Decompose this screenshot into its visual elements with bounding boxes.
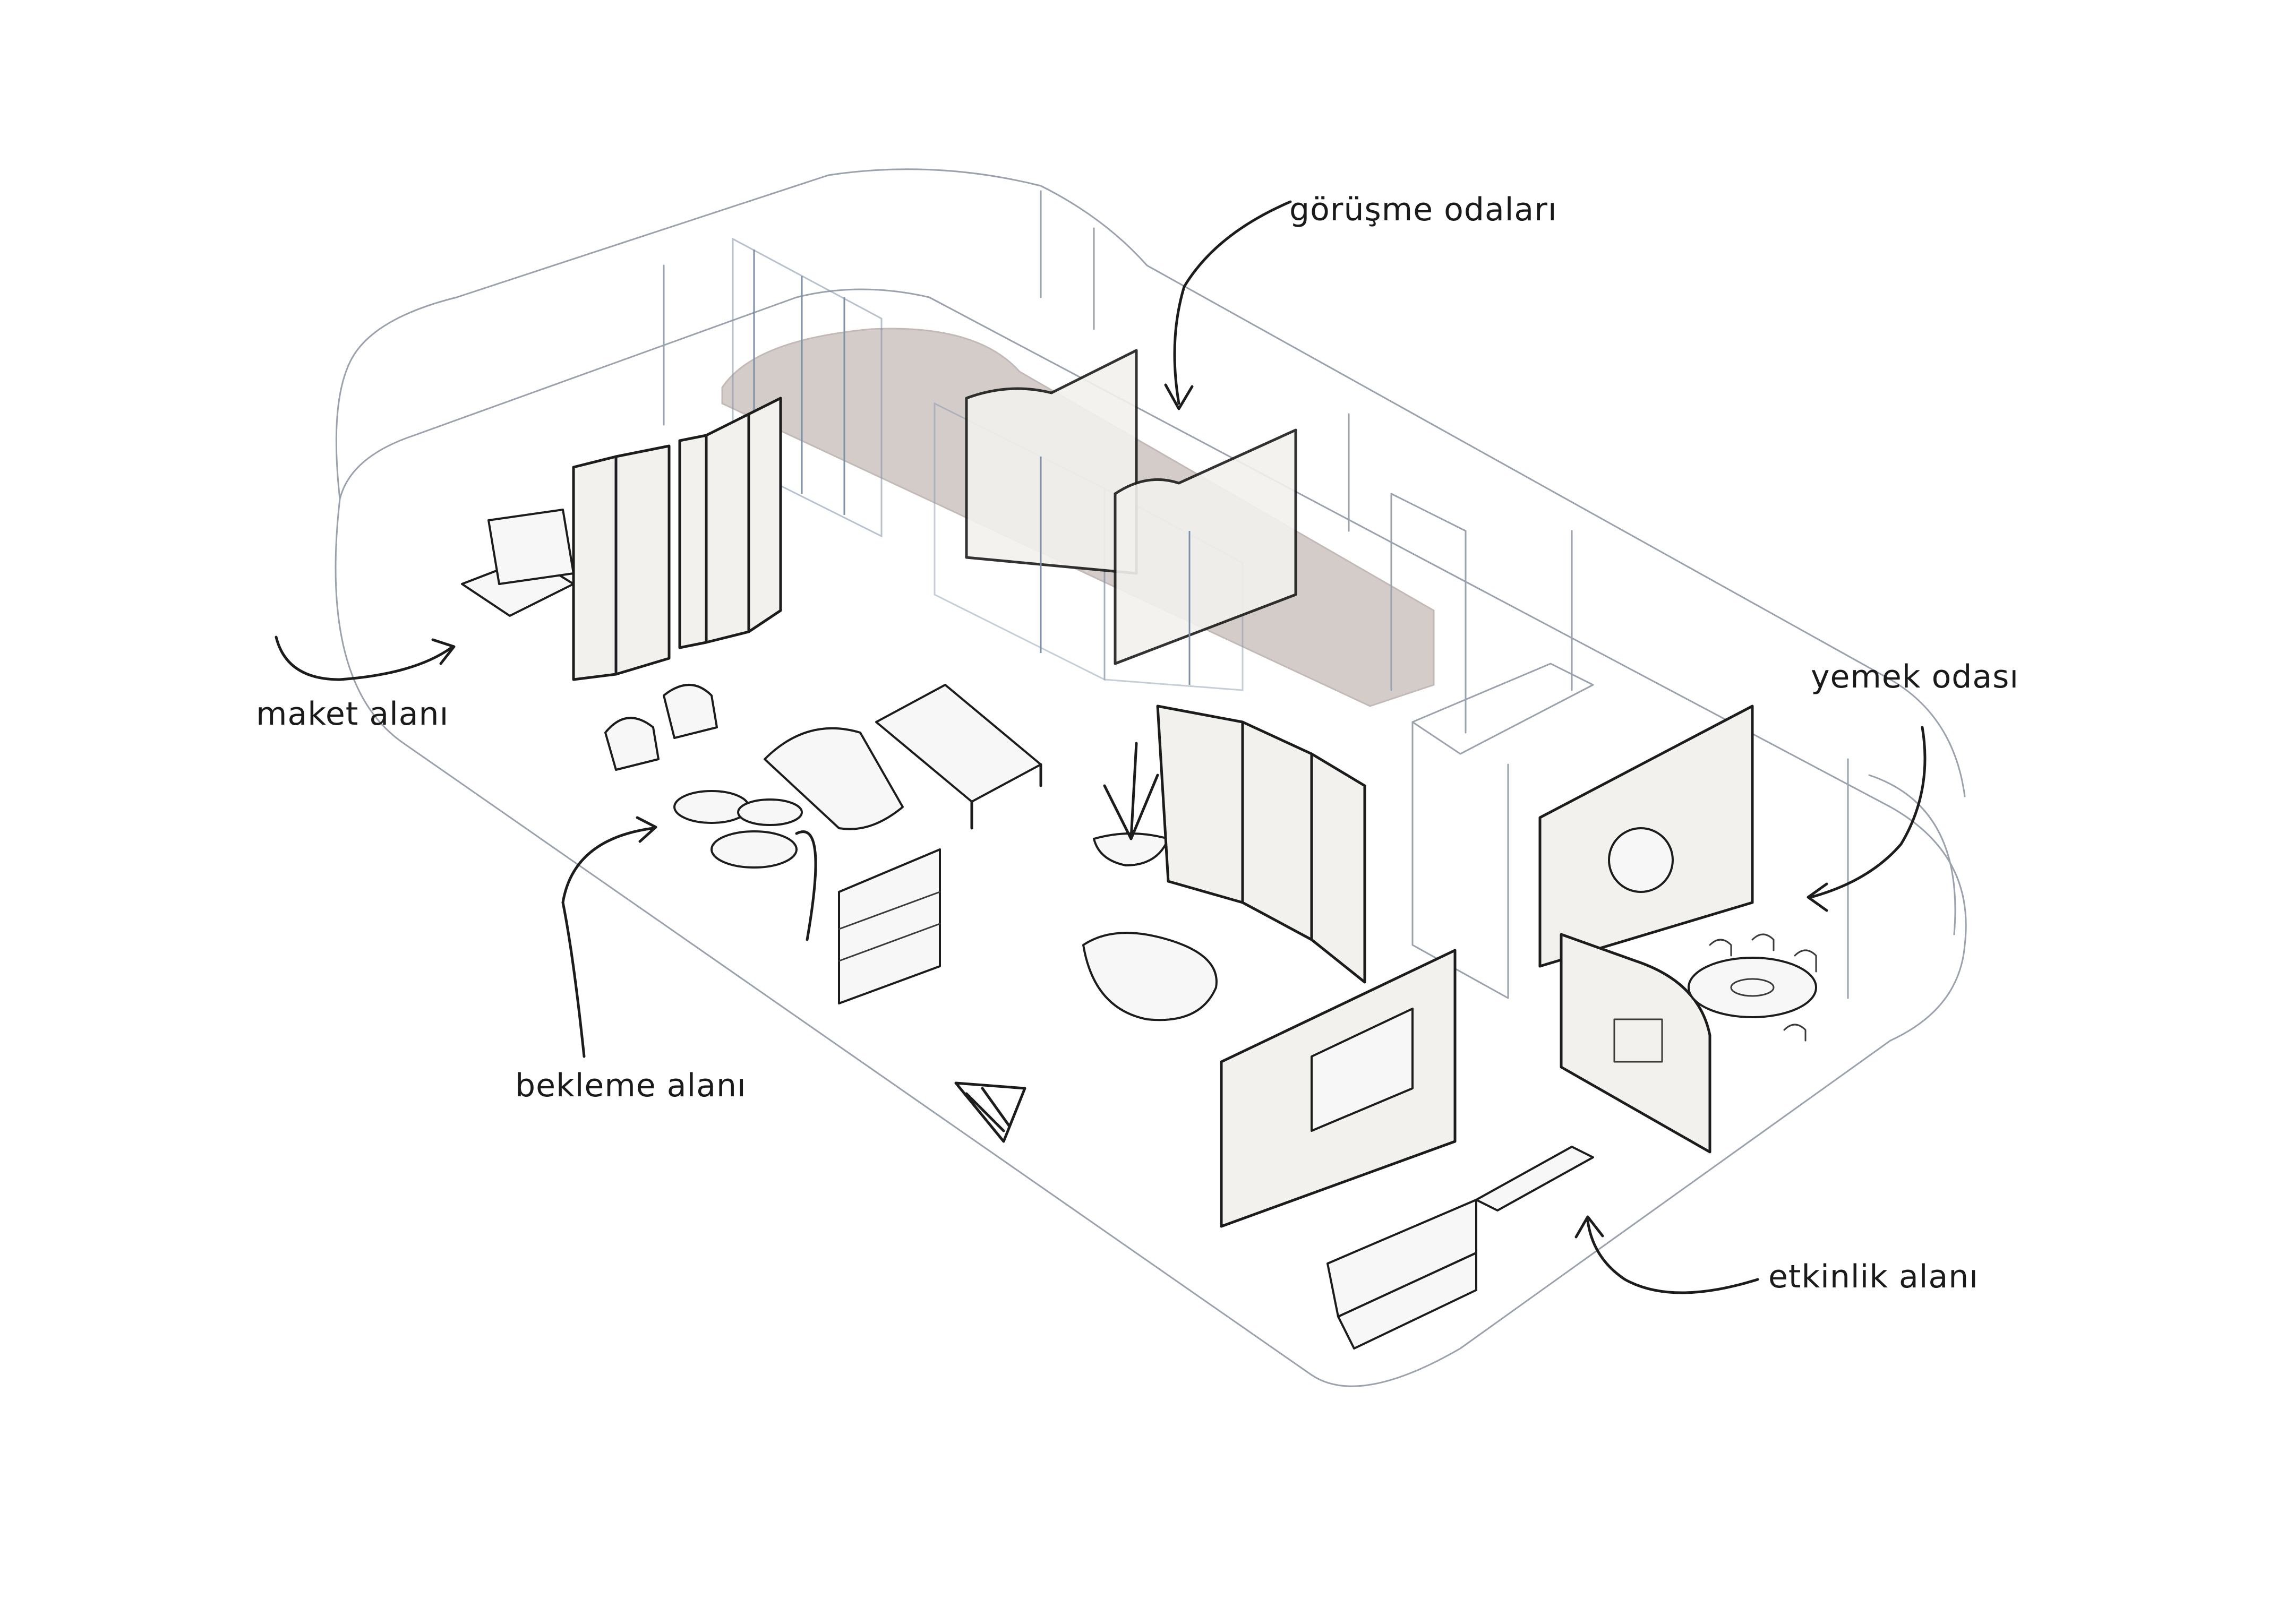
sliding-panel (1241, 720, 1313, 941)
kitchen-island-front (1337, 1252, 1477, 1350)
plant (1103, 742, 1159, 840)
side-table (673, 790, 750, 824)
label-yemek-odasi: yemek odası (1811, 658, 2019, 695)
annotation-arrow-maket (275, 635, 453, 681)
storage-niche (1311, 1008, 1414, 1132)
label-maket-alani: maket alanı (256, 695, 449, 733)
folding-panel (705, 413, 750, 644)
folding-panel (572, 455, 618, 681)
glass-box (1411, 721, 1509, 999)
annotation-arrowhead (1164, 383, 1194, 410)
annotation-arrow-yemek (1809, 726, 1927, 899)
bookshelf-shelf (838, 923, 941, 962)
sliding-panel (1156, 704, 1244, 904)
long-table (875, 684, 1042, 803)
glass-box (1390, 493, 1467, 734)
bookshelf-shelf (838, 891, 941, 930)
label-etkinlik-alani: etkinlik alanı (1768, 1258, 1979, 1295)
folding-panel (678, 434, 708, 649)
annotation-arrowhead (1807, 882, 1828, 912)
dining-chair (1709, 939, 1732, 957)
enclosure-left-curve (335, 360, 352, 500)
north-arrow-icon (954, 1081, 1026, 1143)
glass-box (1411, 663, 1594, 755)
glass-partition (732, 237, 883, 538)
side-table (711, 830, 798, 869)
annotation-arrowhead (636, 816, 657, 843)
lounge-chair (604, 717, 660, 771)
annotation-arrow-etkinlik (1586, 1219, 1759, 1294)
floor-lamp (795, 830, 817, 941)
enclosure-right-curve (1868, 774, 1956, 935)
bookshelf (838, 848, 941, 1004)
dining-table-center (1730, 978, 1775, 997)
dining-chair (1794, 949, 1817, 973)
lounge-chair (663, 684, 718, 739)
dining-chair (1751, 933, 1775, 951)
folding-panel (614, 444, 671, 676)
dining-chair (1783, 1024, 1807, 1042)
annotation-arrowhead (1574, 1215, 1604, 1239)
enclosure-top-edge (349, 168, 1966, 797)
annotation-arrow-gorusme (1173, 200, 1292, 405)
model-platform (487, 509, 575, 585)
wall-frame (1613, 1018, 1663, 1063)
sliding-panel (1310, 752, 1366, 984)
dining-partition (1560, 933, 1711, 1154)
meeting-room-wall (1114, 428, 1297, 665)
meeting-room-wall (965, 349, 1138, 575)
event-table (1475, 1146, 1594, 1211)
reception-desk (1082, 932, 1218, 1021)
floor-slab (335, 288, 1967, 1387)
annotation-arrowhead (431, 638, 456, 665)
folding-panel (747, 397, 782, 633)
sofa (764, 727, 904, 830)
label-gorusme-odalari: görüşme odaları (1289, 191, 1557, 228)
side-table (737, 798, 803, 826)
round-mirror (1608, 827, 1674, 893)
annotation-arrow-bekleme (561, 827, 655, 1058)
dining-table (1688, 957, 1817, 1018)
label-bekleme-alani: bekleme alanı (515, 1067, 747, 1104)
